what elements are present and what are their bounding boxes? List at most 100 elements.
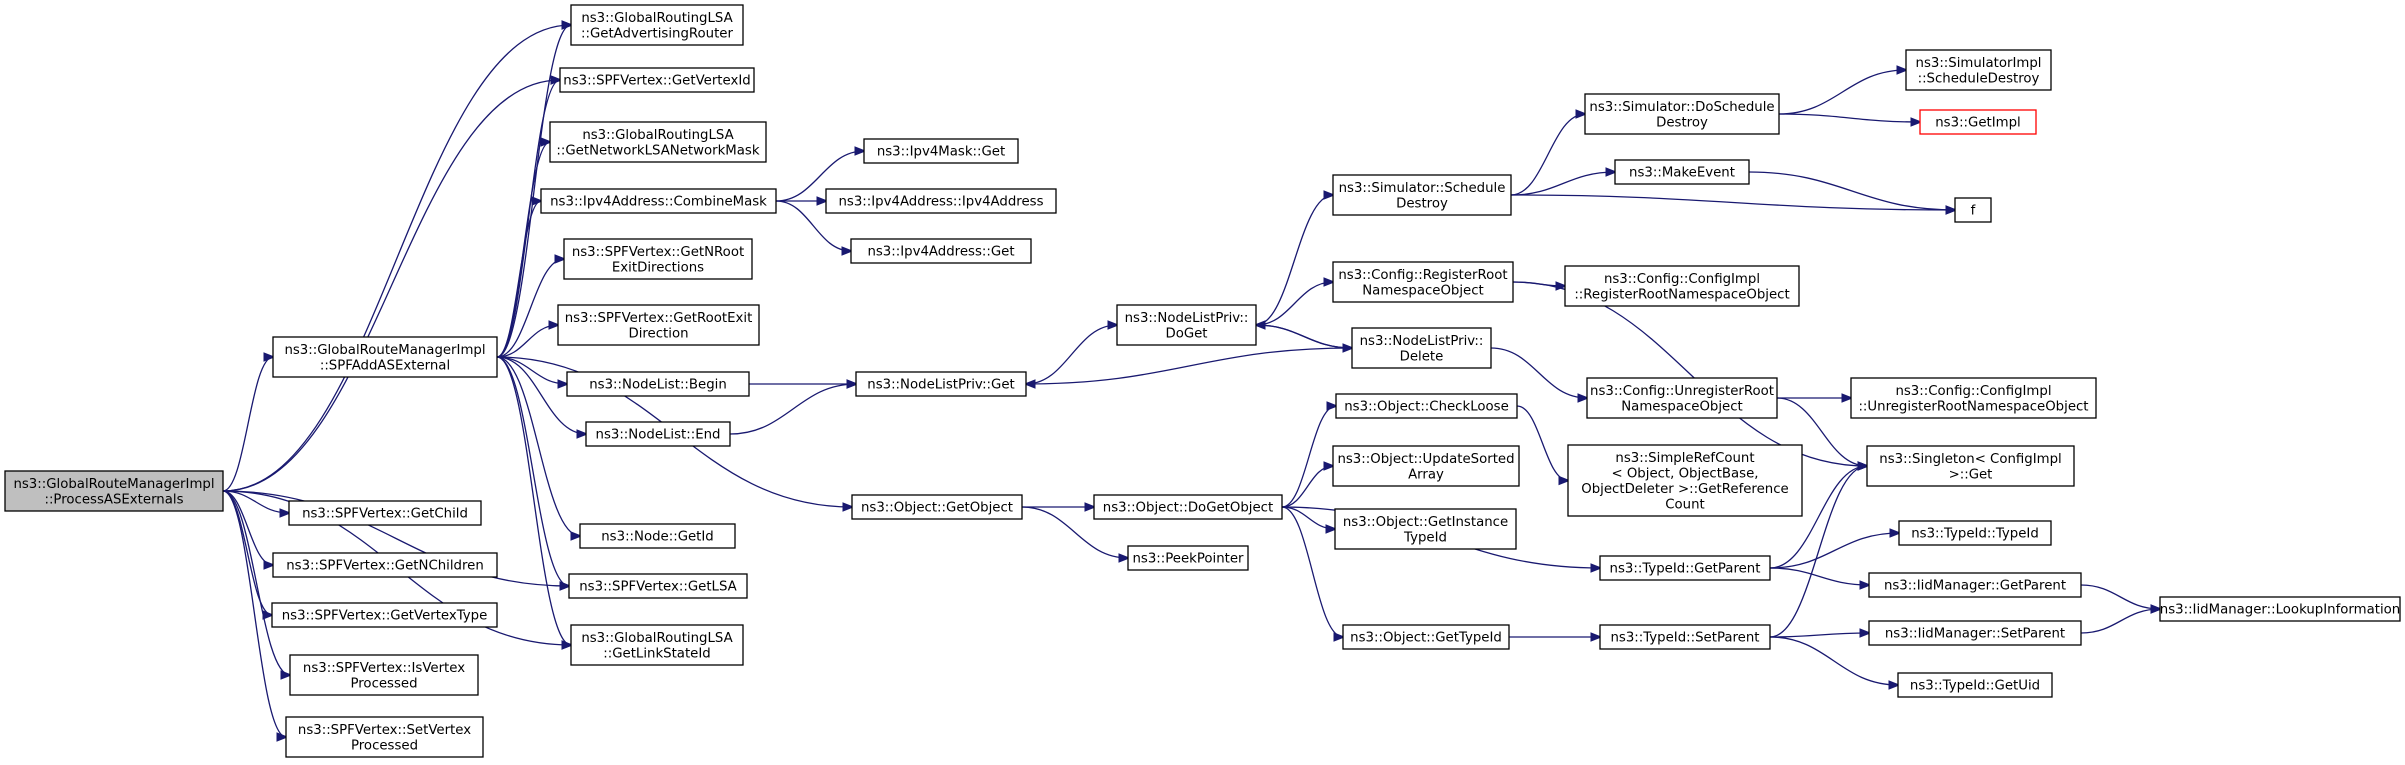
node-box bbox=[272, 336, 498, 378]
node-box bbox=[289, 654, 479, 696]
call-edge-simsched-to-f bbox=[1510, 194, 1955, 210]
graph-node-tidtid[interactable]: ns3::TypeId::TypeId bbox=[1898, 520, 2052, 546]
call-edge-nlend-to-nlpget bbox=[729, 384, 856, 435]
graph-node-nlbegin[interactable]: ns3::NodeList::Begin bbox=[566, 371, 750, 397]
node-label: ns3::GetImpl bbox=[1935, 116, 2020, 131]
graph-node-nlpdoget[interactable]: ns3::NodeListPriv::DoGet bbox=[1116, 304, 1257, 346]
node-label: ns3::GlobalRouteManagerImpl bbox=[284, 343, 485, 358]
graph-node-checkloose[interactable]: ns3::Object::CheckLoose bbox=[1335, 393, 1518, 419]
node-label: ns3::SPFVertex::GetLSA bbox=[579, 580, 736, 595]
graph-node-iidgetparent[interactable]: ns3::IidManager::GetParent bbox=[1868, 572, 2082, 598]
graph-node-getnetmask[interactable]: ns3::GlobalRoutingLSA::GetNetworkLSANetw… bbox=[549, 121, 767, 163]
node-box bbox=[559, 67, 755, 93]
node-label: ns3::Object::CheckLoose bbox=[1344, 400, 1509, 415]
graph-node-cfgimplunreg[interactable]: ns3::Config::ConfigImpl::UnregisterRootN… bbox=[1850, 377, 2097, 419]
graph-node-tidgetparent[interactable]: ns3::TypeId::GetParent bbox=[1599, 555, 1771, 581]
call-edge-pae-to-getvid bbox=[222, 80, 560, 492]
node-box bbox=[1351, 327, 1492, 369]
node-label: ns3::TypeId::SetParent bbox=[1610, 631, 1759, 646]
graph-node-iidsetparent[interactable]: ns3::IidManager::SetParent bbox=[1868, 620, 2082, 646]
node-box bbox=[285, 716, 484, 758]
graph-node-getvtype[interactable]: ns3::SPFVertex::GetVertexType bbox=[271, 602, 498, 628]
graph-node-peekptr[interactable]: ns3::PeekPointer bbox=[1127, 545, 1249, 571]
graph-node-getnchildren[interactable]: ns3::SPFVertex::GetNChildren bbox=[272, 552, 498, 578]
node-box bbox=[566, 371, 750, 397]
graph-node-maskget[interactable]: ns3::Ipv4Mask::Get bbox=[863, 138, 1019, 164]
graph-node-getobject[interactable]: ns3::Object::GetObject bbox=[851, 494, 1023, 520]
node-label: ns3::GlobalRoutingLSA bbox=[582, 128, 733, 143]
node-label: ns3::Simulator::DoSchedule bbox=[1589, 100, 1774, 115]
node-box bbox=[1335, 393, 1518, 419]
node-label: < Object, ObjectBase, bbox=[1611, 466, 1758, 481]
graph-node-simsched[interactable]: ns3::Simulator::ScheduleDestroy bbox=[1332, 174, 1512, 216]
graph-node-getlsa[interactable]: ns3::SPFVertex::GetLSA bbox=[568, 573, 748, 599]
node-box bbox=[863, 138, 1019, 164]
graph-node-tidgetuid[interactable]: ns3::TypeId::GetUid bbox=[1897, 672, 2053, 698]
graph-node-dogetobject[interactable]: ns3::Object::DoGetObject bbox=[1093, 494, 1283, 520]
node-label: ns3::MakeEvent bbox=[1629, 166, 1735, 181]
graph-node-nodegetid[interactable]: ns3::Node::GetId bbox=[579, 523, 736, 549]
node-box bbox=[1954, 197, 1992, 223]
node-box bbox=[855, 371, 1027, 397]
graph-node-objgettid[interactable]: ns3::Object::GetTypeId bbox=[1342, 624, 1510, 650]
node-label: f bbox=[1971, 204, 1976, 219]
node-box bbox=[1584, 93, 1780, 135]
node-label: ns3::Ipv4Address::Get bbox=[867, 245, 1014, 260]
node-box bbox=[540, 188, 777, 214]
call-edge-pae-to-setvproc bbox=[222, 490, 286, 737]
graph-node-getlinkstate[interactable]: ns3::GlobalRoutingLSA::GetLinkStateId bbox=[570, 624, 744, 666]
node-label: ns3::SPFVertex::GetRootExit bbox=[565, 311, 753, 326]
call-edge-pae-to-isvproc bbox=[222, 490, 290, 675]
node-label: ns3::SPFVertex::IsVertex bbox=[303, 661, 465, 676]
graph-node-cfgreg[interactable]: ns3::Config::RegisterRootNamespaceObject bbox=[1332, 261, 1514, 303]
graph-node-singleton[interactable]: ns3::Singleton< ConfigImpl >::Get bbox=[1866, 445, 2075, 487]
node-box bbox=[568, 573, 748, 599]
graph-node-pae[interactable]: ns3::GlobalRouteManagerImpl::ProcessASEx… bbox=[4, 470, 224, 512]
graph-node-ipv4get[interactable]: ns3::Ipv4Address::Get bbox=[850, 238, 1032, 264]
graph-node-simimplsched[interactable]: ns3::SimulatorImpl::ScheduleDestroy bbox=[1905, 49, 2052, 91]
graph-node-getvid[interactable]: ns3::SPFVertex::GetVertexId bbox=[559, 67, 755, 93]
graph-node-f[interactable]: f bbox=[1954, 197, 1992, 223]
node-label: ns3::NodeList::Begin bbox=[589, 378, 727, 393]
call-edge-spfadd-to-nlbegin bbox=[496, 356, 567, 384]
node-label: DoGet bbox=[1165, 326, 1207, 341]
graph-node-nlpdelete[interactable]: ns3::NodeListPriv::Delete bbox=[1351, 327, 1492, 369]
graph-node-iidlookup[interactable]: ns3::IidManager::LookupInformation bbox=[2159, 596, 2401, 622]
call-edge-nlpdelete-to-nlpget bbox=[1026, 347, 1353, 384]
graph-node-getchild[interactable]: ns3::SPFVertex::GetChild bbox=[288, 500, 482, 526]
graph-node-getimpl[interactable]: ns3::GetImpl bbox=[1919, 109, 2037, 135]
graph-node-nlpget[interactable]: ns3::NodeListPriv::Get bbox=[855, 371, 1027, 397]
graph-node-getadv[interactable]: ns3::GlobalRoutingLSA::GetAdvertisingRou… bbox=[570, 4, 744, 46]
call-edge-tidgetparent-to-tidtid bbox=[1769, 533, 1899, 569]
graph-node-cfgunreg[interactable]: ns3::Config::UnregisterRootNamespaceObje… bbox=[1586, 377, 1778, 419]
node-box bbox=[1586, 377, 1778, 419]
graph-node-tidsetparent[interactable]: ns3::TypeId::SetParent bbox=[1599, 624, 1771, 650]
node-label: Destroy bbox=[1656, 115, 1708, 130]
node-label: ns3::NodeList::End bbox=[596, 428, 721, 443]
graph-node-ipv4addr[interactable]: ns3::Ipv4Address::Ipv4Address bbox=[825, 188, 1057, 214]
node-label: ns3::Object::GetObject bbox=[861, 501, 1013, 516]
node-label: ns3::IidManager::SetParent bbox=[1885, 627, 2065, 642]
node-label: ns3::SPFVertex::SetVertex bbox=[298, 723, 471, 738]
node-label: >::Get bbox=[1949, 467, 1993, 482]
graph-node-nlend[interactable]: ns3::NodeList::End bbox=[585, 421, 731, 447]
call-edge-spfadd-to-getlinkstate bbox=[496, 356, 571, 645]
node-box bbox=[850, 238, 1032, 264]
node-box bbox=[549, 121, 767, 163]
call-edge-checkloose-to-refcount bbox=[1516, 405, 1568, 481]
call-edge-nlpdelete-to-nlpdoget bbox=[1256, 325, 1353, 349]
graph-node-cfgimplreg[interactable]: ns3::Config::ConfigImpl::RegisterRootNam… bbox=[1564, 265, 1800, 307]
graph-node-spfadd[interactable]: ns3::GlobalRouteManagerImpl::SPFAddASExt… bbox=[272, 336, 498, 378]
node-label: Direction bbox=[628, 326, 688, 341]
graph-node-makeevent[interactable]: ns3::MakeEvent bbox=[1614, 159, 1750, 185]
graph-node-refcount[interactable]: ns3::SimpleRefCount< Object, ObjectBase,… bbox=[1567, 444, 1803, 517]
graph-node-combinemask[interactable]: ns3::Ipv4Address::CombineMask bbox=[540, 188, 777, 214]
call-edge-tidsetparent-to-iidsetparent bbox=[1769, 633, 1869, 637]
